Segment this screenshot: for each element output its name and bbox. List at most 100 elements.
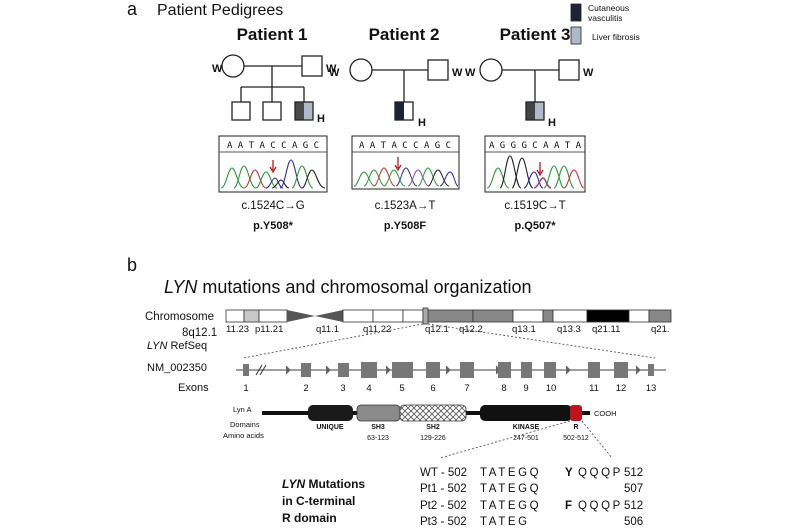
mutations-title-line1: LYN Mutations (282, 477, 365, 491)
patient-1-father-square (301, 55, 323, 77)
exon-numbers: 1 2 3 4 5 6 7 8 9 10 11 12 13 (243, 383, 656, 394)
patient-2-title: Patient 2 (369, 25, 440, 44)
exon-number: 2 (303, 383, 308, 394)
domain-name-sh3: SH3 (371, 424, 385, 431)
pedigree-patient-3: Patient 3 W W H (465, 25, 594, 129)
patient-2-mother-circle (349, 58, 373, 82)
band-label: q12.2 (459, 324, 483, 335)
pedigree-patient-2: Patient 2 W W H (329, 25, 463, 129)
domains-label: Domains (230, 420, 260, 429)
exon-6 (426, 362, 440, 378)
alignment-row: WT - 502 TATEGQ Y QQQP 512 (420, 467, 643, 479)
exon-number: 3 (340, 383, 345, 394)
patient-3-mutation: c.1519C→T (504, 200, 565, 212)
exon-1 (243, 364, 249, 376)
patient-3-proband-left-fill (526, 102, 535, 120)
exon-12 (614, 362, 628, 378)
exon-5 (392, 362, 413, 378)
alignment-end: 512 (624, 467, 643, 479)
protein-name: Lyn A (233, 405, 252, 414)
exon-10 (544, 362, 556, 378)
patient-1-proband-square (294, 101, 314, 121)
band-label: q21.11 (592, 324, 620, 335)
alignment-sequence-tail: QQQP (578, 500, 623, 512)
patient-2-mother-label: W (329, 67, 340, 79)
exon-number: 7 (464, 383, 469, 394)
centromere-left (287, 310, 315, 322)
chromosome-label: Chromosome (145, 311, 214, 323)
patient-3-mother-label: W (465, 67, 476, 79)
pedigree-patient-1: Patient 1 W W H (212, 25, 337, 125)
intron-break-mark (255, 364, 267, 376)
exon-7 (460, 362, 474, 378)
band-label: q11.22 (363, 324, 391, 335)
domain-name-r: R (573, 424, 578, 431)
domain-sh2 (399, 404, 467, 422)
sequence-alignment: WT - 502 TATEGQ Y QQQP 512 Pt1 - 502 TAT… (420, 467, 643, 528)
patient-3-mutation-arrow (536, 162, 544, 177)
patient-3-proband-square (525, 101, 545, 121)
protein-domain-map: COOH (262, 404, 617, 422)
domain-kinase (480, 405, 572, 421)
patient-1-mutation: c.1524C→G (241, 200, 304, 212)
exon-number: 13 (646, 383, 657, 394)
patient-1-protein-change: p.Y508* (253, 220, 293, 232)
band-label: 11.23 (226, 324, 249, 335)
exon-number: 4 (366, 383, 371, 394)
chromatogram-patient-3: A G G G C A A T A (484, 135, 586, 193)
exon-number: 12 (616, 383, 627, 394)
patient-2-proband-label: H (418, 117, 426, 129)
alignment-sequence: TATEGQ (480, 467, 541, 479)
alignment-sequence: TATEGQ (480, 500, 541, 512)
legend-swatch-liver-fibrosis (570, 26, 582, 45)
patient-2-proband-right-fill (404, 102, 413, 120)
centromere-right (315, 310, 343, 322)
patient-1-father-label: W (326, 63, 337, 75)
band-label: q13.3 (557, 324, 581, 335)
legend-swatch-vasculitis (570, 3, 582, 22)
patient-3-sequence: A G G G C A A T A (489, 141, 582, 151)
exon-3 (338, 363, 349, 377)
exon-number: 10 (546, 383, 557, 394)
alignment-end: 506 (624, 516, 643, 528)
domain-range-sh3: 63-123 (367, 435, 389, 442)
alignment-sequence: TATEGQ (480, 483, 541, 495)
exon-13 (648, 364, 654, 376)
band-label: q11.1 (316, 324, 339, 335)
patient-3-proband-right-fill (535, 102, 544, 120)
patient-2-father-square (427, 59, 449, 81)
domain-name-sh2: SH2 (426, 424, 440, 431)
alignment-prefix: WT - 502 (420, 467, 467, 479)
patient-2-protein-change: p.Y508F (384, 220, 426, 232)
domain-unique (308, 405, 353, 421)
domain-range-r: 502-512 (563, 435, 589, 442)
patient-2-proband-left-fill (395, 102, 404, 120)
chromatogram-patient-1: A A T A C C A G C (218, 135, 328, 193)
alignment-prefix: Pt3 - 502 (420, 516, 467, 528)
domain-sh3 (356, 404, 401, 422)
exon-9 (521, 362, 532, 378)
exon-number: 5 (399, 383, 404, 394)
patient-1-title: Patient 1 (237, 25, 308, 44)
band-label: p11.21 (255, 324, 283, 335)
exon-2 (301, 363, 311, 377)
domain-name-unique: UNIQUE (316, 424, 344, 431)
exon-number: 9 (523, 383, 528, 394)
band-label: q13.1 (512, 324, 536, 335)
domain-r (570, 405, 582, 421)
refseq-label: LYN RefSeq (147, 340, 207, 352)
legend-label-liver-fibrosis: Liver fibrosis (592, 32, 640, 42)
domain-labels: UNIQUE SH3 63-123 SH2 129-226 KINASE 247… (316, 424, 589, 442)
patient-3-protein-change: p.Q507* (515, 220, 557, 232)
patient-1-proband-left-fill (295, 102, 304, 120)
patient-1-mother-circle (221, 54, 245, 78)
alignment-sequence-tail: QQQP (578, 467, 623, 479)
patient-1-sibling-1 (231, 101, 251, 121)
alignment-row: Pt1 - 502 TATEGQ 507 (420, 483, 643, 495)
exon-number: 11 (589, 383, 599, 394)
exon-8 (498, 362, 511, 378)
alignment-highlight-residue: Y (565, 467, 573, 479)
panel-a-letter: a (127, 0, 138, 19)
alignment-highlight-residue: F (565, 500, 572, 512)
domain-name-kinase: KINASE (513, 424, 540, 431)
